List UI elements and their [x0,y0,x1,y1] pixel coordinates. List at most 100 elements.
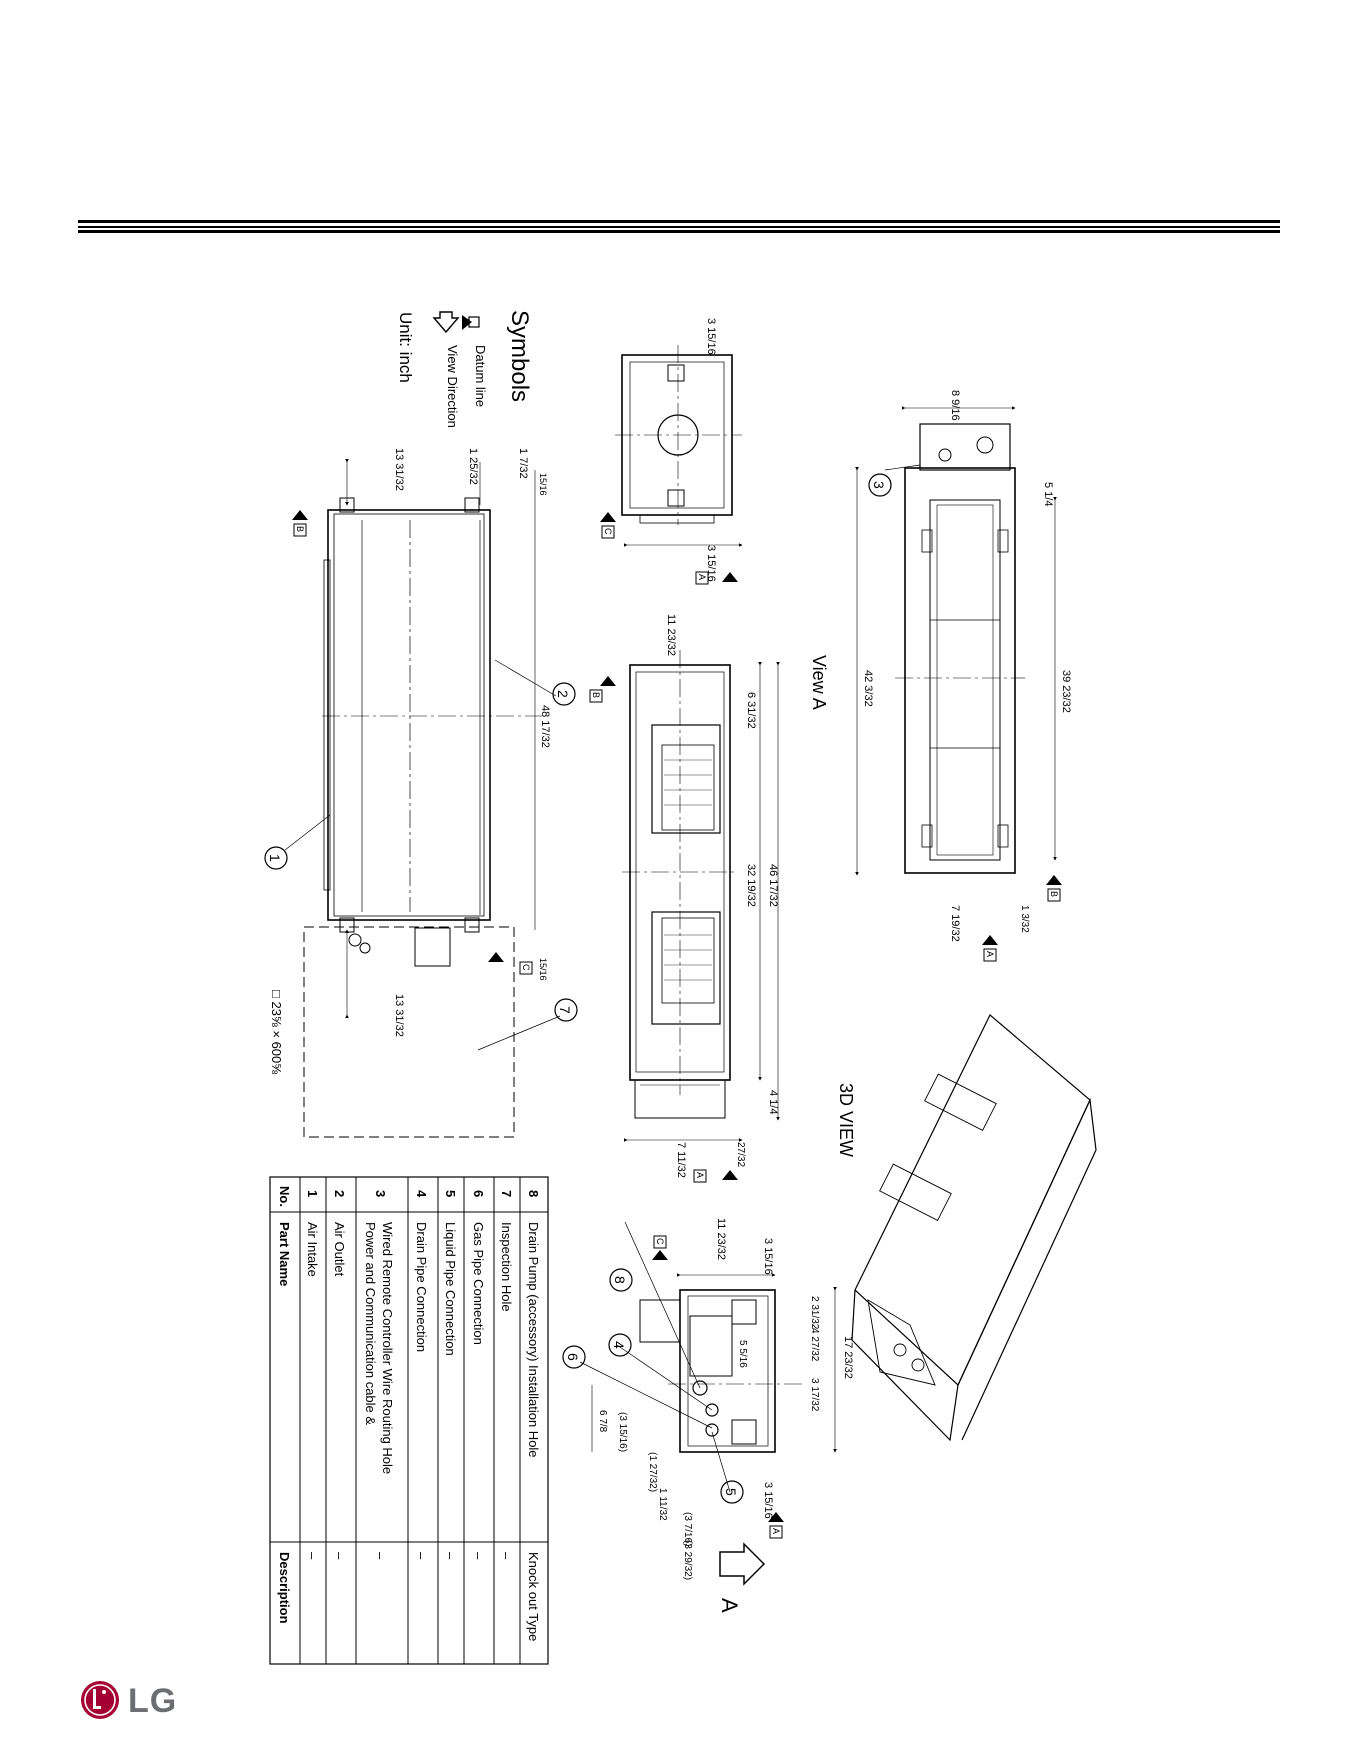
table-cell-no: 2 [332,1190,347,1197]
symbols-unit: Unit: inch [396,312,415,383]
dim-label: 48 17/32 [539,705,551,748]
iso-3d-view [851,1014,1097,1442]
symbols-datum: Datum line [473,345,488,407]
datum-tag-c: C [603,528,613,535]
table-cell-name: Liquid Pipe Connection [443,1222,458,1356]
callout-3: 3 [871,481,887,489]
dim-label: 7 11/32 [675,1142,687,1178]
top-end-view [615,345,742,525]
table-cell-no: 1 [305,1190,320,1197]
dim-label: 3 15/16 [705,318,717,355]
dim-label: (3 15/16) [617,1412,628,1452]
datum-tag-a: A [697,574,707,580]
datum-tag-c: C [655,1238,665,1245]
table-cell-desc: – [305,1552,320,1560]
callouts [264,464,921,1504]
table-cell-desc: – [443,1552,458,1560]
dimension-labels: 13 31/32 1 25/32 1 7/32 48 17/32 13 31/3… [393,318,1072,1580]
datum-tag-c: C [521,964,531,971]
callout-6: 6 [565,1353,581,1361]
table-cell-no: 7 [499,1190,514,1197]
table-cell-no: 5 [443,1190,458,1197]
table-cell-desc: – [471,1552,486,1560]
datum-tag-b: B [295,526,305,532]
dim-label: 4 27/32 [809,1328,820,1362]
table-cell-no: 6 [471,1190,486,1197]
dim-label: 15/16 [538,473,548,496]
parts-table-text: No. Part Name Description 1 Air Intake –… [277,1186,541,1641]
parts-table [269,1176,549,1665]
dim-label: 1 3/32 [1019,905,1030,933]
dim-label: 7 19/32 [949,905,961,942]
callout-5: 5 [723,1488,739,1496]
dim-label: (3 29/32) [682,1540,693,1580]
dim-label: 6 7/8 [597,1410,608,1433]
side-view [303,497,542,1138]
datum-triangle-icon [462,315,472,330]
table-cell-name: Power and Communication cable & [363,1222,378,1425]
table-cell-name: Air Outlet [332,1222,347,1277]
dim-label: 5 5/16 [737,1340,748,1368]
front-view [622,650,738,1119]
dim-label: 27/32 [735,1142,746,1167]
dim-label: 15/16 [538,958,548,981]
symbols-title: Symbols [506,310,533,402]
table-cell-name: Air Intake [305,1222,320,1277]
dim-label: 17 23/32 [842,1336,854,1379]
lg-logo-icon [81,1681,119,1719]
dim-label: 13 31/32 [393,994,405,1037]
dim-label: 3 15/16 [762,1238,774,1275]
dimension-lines [345,406,1057,1453]
header-rule-thick-2 [78,230,1280,233]
table-cell-name: Gas Pipe Connection [471,1222,486,1345]
plan-view [895,423,1025,874]
brand-name: LG [128,1682,178,1720]
symbols-legend: Symbols Datum line View Direction Unit: … [396,310,533,428]
dim-label: 39 23/32 [1060,670,1072,713]
dim-label: 1 25/32 [467,448,479,485]
table-cell-desc: – [499,1552,514,1560]
table-header-part-name: Part Name [277,1222,292,1286]
table-cell-desc: – [373,1552,388,1560]
view-direction-arrow-a-icon [719,1542,766,1586]
dim-label: 6 31/32 [745,692,757,729]
dim-label: 1 7/32 [517,448,529,479]
dim-label: (3 7/16) [682,1512,693,1546]
dim-label: 2 31/32 [809,1296,820,1330]
table-cell-no: 3 [373,1190,388,1197]
view-arrow-a-label: A [717,1598,742,1613]
end-view-a [639,1289,805,1453]
dim-label: 11 23/32 [665,614,677,656]
datum-tag-a: A [985,951,995,957]
callout-1: 1 [267,854,283,862]
table-header-description: Description [277,1552,292,1624]
table-cell-name: Inspection Hole [499,1222,514,1312]
header-rule-thick [78,220,1280,223]
dim-label: 1 11/32 [657,1488,668,1521]
view-a-title: View A [809,655,829,710]
datum-tag-a: A [695,1172,705,1178]
dim-label: 3 15/16 [762,1482,774,1519]
datum-tag-a: A [771,1528,781,1534]
dim-label: 32 19/32 [745,864,757,907]
inspection-hole-label: □ 23⅝ × 600⅝ [269,990,284,1074]
table-cell-name-2: Wired Remote Controller Wire Routing Hol… [380,1222,395,1474]
dim-label: 46 17/32 [767,864,779,907]
dim-label: 8 9/16 [949,390,961,421]
table-header-no: No. [277,1186,292,1207]
dim-label: 4 1/4 [767,1090,779,1114]
dim-label: (1 27/32) [647,1452,658,1492]
dim-label: 13 31/32 [393,448,405,491]
dim-label: 5 1/4 [1042,482,1054,506]
table-cell-name: Drain Pump (accessory) Installation Hole [526,1222,541,1458]
dim-label: 11 23/32 [715,1218,727,1260]
header-rule-thin [78,226,1280,228]
dim-label: 3 17/32 [809,1378,820,1412]
view-3d-title: 3D VIEW [836,1083,856,1157]
table-cell-desc: Knock out Type [526,1552,541,1641]
callout-numbers: 1 2 3 7 8 4 6 5 [267,481,887,1496]
view-direction-arrow-icon [432,311,460,334]
table-cell-no: 8 [526,1190,541,1197]
table-cell-desc: – [332,1552,347,1560]
